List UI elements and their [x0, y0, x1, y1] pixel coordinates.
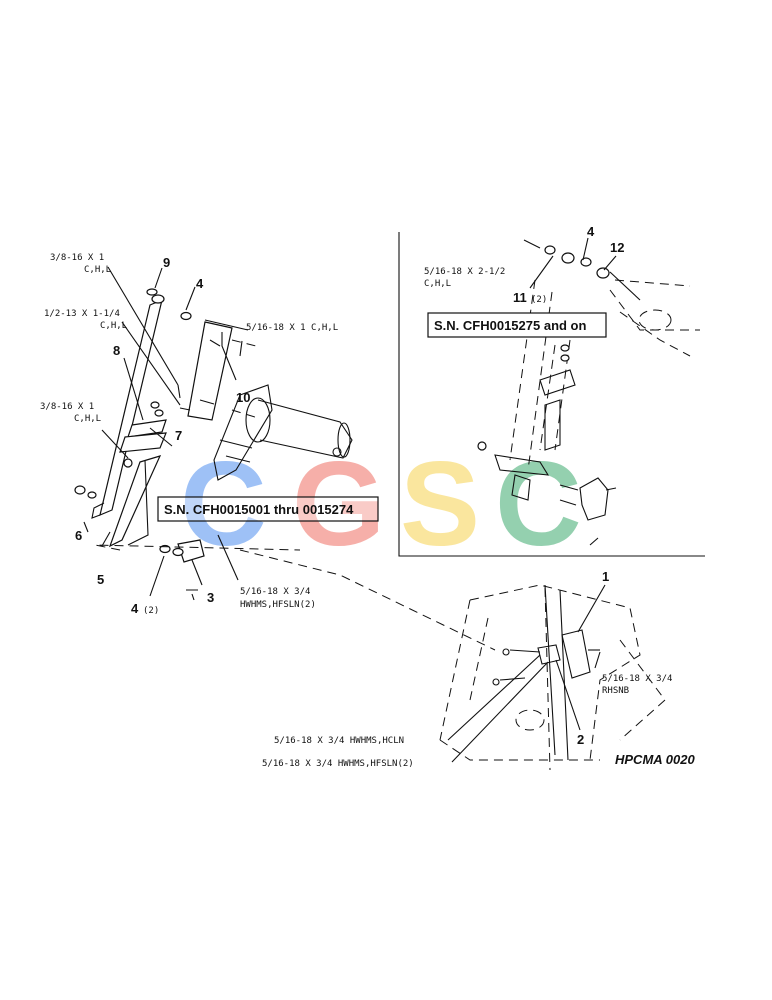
hw-label-f-size: 5/16-18 X 2-1/2	[424, 267, 505, 277]
hw-label-g-spec: RHSNB	[602, 686, 629, 696]
callout-4-qty: (2)	[143, 606, 159, 616]
hw-label-f-spec: C,H,L	[424, 279, 451, 289]
callout-1: 1	[602, 569, 609, 584]
callout-4-upper: 4	[196, 276, 204, 291]
callout-7: 7	[175, 428, 182, 443]
inset-frame	[398, 232, 705, 557]
hw-label-g-size: 5/16-18 X 3/4	[602, 674, 672, 684]
hw-label-e-size: 5/16-18 X 3/4	[240, 587, 310, 597]
hw-label-a-spec: C,H,L	[84, 265, 111, 275]
callout-9: 9	[163, 255, 170, 270]
hw-label-c-size: 3/8-16 X 1	[40, 402, 94, 412]
callout-11-qty: (2)	[531, 295, 547, 305]
callout-3: 3	[207, 590, 214, 605]
figure-id: HPCMA 0020	[615, 752, 695, 767]
watermark-letter-s: S	[400, 437, 480, 571]
callout-6: 6	[75, 528, 82, 543]
callout-8: 8	[113, 343, 120, 358]
serial-range-inset: S.N. CFH0015275 and on	[427, 312, 607, 338]
callout-4-inset: 4	[587, 224, 595, 239]
hardware-labels: 3/8-16 X 1 C,H,L 1/2-13 X 1-1/4 C,H,L 3/…	[40, 253, 672, 769]
serial-range-inset-text: S.N. CFH0015275 and on	[434, 318, 586, 333]
hw-label-d: 5/16-18 X 1 C,H,L	[246, 323, 338, 333]
callout-5: 5	[97, 572, 104, 587]
hw-label-c-spec: C,H,L	[74, 414, 101, 424]
watermark: C G S C	[180, 437, 582, 571]
callout-11: 11	[513, 290, 527, 305]
hw-label-b-spec: C,H,L	[100, 321, 127, 331]
hw-label-a-size: 3/8-16 X 1	[50, 253, 104, 263]
callout-12: 12	[610, 240, 624, 255]
callout-2: 2	[577, 732, 584, 747]
hw-label-b-size: 1/2-13 X 1-1/4	[44, 309, 120, 319]
watermark-letter-g: G	[292, 437, 385, 571]
hw-label-e-spec: HWHMS,HFSLN(2)	[240, 600, 316, 610]
callout-4-lower: 4	[131, 601, 139, 616]
callout-numbers: 1 2 3 4 4 (2) 4 5 6 7 8 9 10 11 (2) 12	[75, 224, 624, 747]
serial-range-left-text: S.N. CFH0015001 thru 0015274	[164, 502, 354, 517]
serial-range-left: S.N. CFH0015001 thru 0015274	[157, 496, 379, 522]
watermark-letter-c2: C	[495, 437, 582, 571]
lower-right-assembly-drawing	[239, 549, 666, 771]
hw-label-i: 5/16-18 X 3/4 HWHMS,HFSLN(2)	[262, 759, 414, 769]
hw-label-h: 5/16-18 X 3/4 HWHMS,HCLN	[274, 736, 404, 746]
left-assembly-drawing	[74, 266, 353, 601]
callout-10: 10	[236, 390, 250, 405]
inset-assembly-drawing	[477, 237, 700, 546]
